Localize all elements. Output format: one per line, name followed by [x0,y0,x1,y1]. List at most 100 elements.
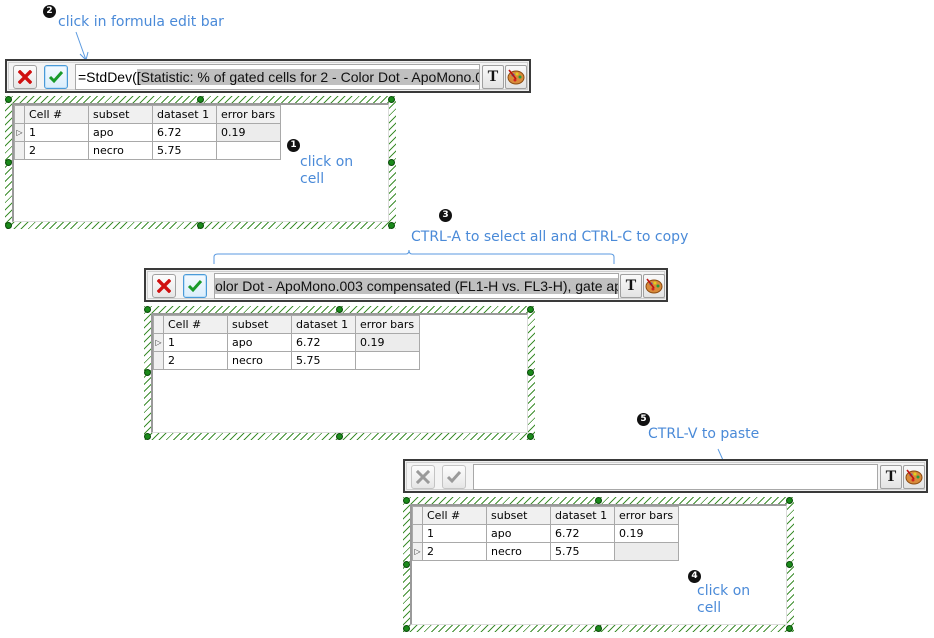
table-cell-selected[interactable]: 0.19 [216,123,281,142]
step-badge-5: 5 [637,413,650,426]
table-cell[interactable] [216,141,281,160]
table-cell[interactable]: 6.72 [291,333,356,352]
table-cell[interactable]: 5.75 [550,542,615,561]
table-cell[interactable]: necro [227,351,292,370]
formula-edit-field[interactable]: =StdDev([Statistic: % of gated cells for… [75,64,480,90]
resize-handle[interactable] [403,625,410,632]
table-cell[interactable]: necro [486,542,551,561]
column-header[interactable]: subset [486,506,551,525]
table-cell[interactable]: 5.75 [152,141,217,160]
resize-handle[interactable] [5,222,12,229]
table-cell[interactable]: 6.72 [550,524,615,543]
table-cell[interactable]: 2 [422,542,487,561]
step-badge-4: 4 [688,570,701,583]
table-cell[interactable]: 2 [24,141,89,160]
formula-edit-field[interactable] [473,464,878,490]
table-row: 1 apo 6.72 0.19 [412,524,679,543]
table-row: ▷ 2 necro 5.75 [412,542,679,561]
row-pointer-icon[interactable]: ▷ [14,123,25,142]
text-format-button[interactable]: T [880,465,902,489]
table-cell-selected[interactable]: 0.19 [355,333,420,352]
resize-handle[interactable] [197,96,204,103]
resize-handle[interactable] [527,369,534,376]
x-icon [18,70,32,84]
text-format-button[interactable]: T [482,65,504,89]
cancel-button[interactable] [411,465,435,489]
resize-handle[interactable] [388,159,395,166]
step4-instruction-line2: cell [697,600,722,616]
data-table-panel-1: Cell # subset dataset 1 error bars ▷ 1 a… [5,96,396,229]
table-row: 2 necro 5.75 [153,351,420,370]
table-row: 2 necro 5.75 [14,141,281,160]
column-header[interactable]: dataset 1 [550,506,615,525]
table-cell[interactable] [355,351,420,370]
resize-handle[interactable] [527,433,534,440]
resize-handle[interactable] [144,306,151,313]
resize-handle[interactable] [786,561,793,568]
cancel-button[interactable] [13,65,37,89]
resize-handle[interactable] [144,433,151,440]
palette-button[interactable] [903,465,925,489]
resize-handle[interactable] [197,222,204,229]
resize-handle[interactable] [595,625,602,632]
t-icon: T [487,68,499,85]
step4-instruction-line1: click on [697,583,751,599]
row-pointer-icon[interactable]: ▷ [412,542,423,561]
resize-handle[interactable] [388,96,395,103]
check-icon [187,280,203,293]
column-header[interactable]: error bars [216,105,281,124]
step-badge-2: 2 [43,5,56,18]
column-header[interactable]: dataset 1 [291,315,356,334]
resize-handle[interactable] [144,369,151,376]
resize-handle[interactable] [595,497,602,504]
palette-icon [507,69,525,85]
column-header[interactable]: Cell # [24,105,89,124]
table-cell-selected[interactable] [614,542,679,561]
table-row: ▷ 1 apo 6.72 0.19 [14,123,281,142]
resize-handle[interactable] [336,306,343,313]
data-grid-1: Cell # subset dataset 1 error bars ▷ 1 a… [14,105,281,160]
resize-handle[interactable] [388,222,395,229]
table-cell[interactable]: apo [486,524,551,543]
resize-handle[interactable] [403,561,410,568]
table-cell[interactable]: 1 [24,123,89,142]
table-cell[interactable]: apo [227,333,292,352]
row-pointer-icon[interactable]: ▷ [153,333,164,352]
column-header[interactable]: subset [88,105,153,124]
palette-button[interactable] [505,65,527,89]
x-icon [157,279,171,293]
resize-handle[interactable] [403,497,410,504]
table-cell[interactable]: 6.72 [152,123,217,142]
table-cell[interactable]: apo [88,123,153,142]
column-header[interactable]: dataset 1 [152,105,217,124]
table-header-row: Cell # subset dataset 1 error bars [153,315,420,334]
column-header[interactable]: Cell # [163,315,228,334]
table-cell[interactable]: 0.19 [614,524,679,543]
column-header[interactable]: error bars [614,506,679,525]
table-cell[interactable]: 2 [163,351,228,370]
resize-handle[interactable] [786,497,793,504]
table-cell[interactable]: 1 [422,524,487,543]
text-format-button[interactable]: T [620,274,642,298]
formula-edit-field[interactable]: olor Dot - ApoMono.003 compensated (FL1-… [214,273,619,299]
accept-button[interactable] [44,65,68,89]
table-cell[interactable]: necro [88,141,153,160]
column-header[interactable]: Cell # [422,506,487,525]
palette-button[interactable] [643,274,665,298]
step1-instruction-line1: click on [300,154,354,170]
resize-handle[interactable] [5,96,12,103]
formula-bar-2: olor Dot - ApoMono.003 compensated (FL1-… [144,268,668,302]
table-cell[interactable]: 1 [163,333,228,352]
table-header-row: Cell # subset dataset 1 error bars [412,506,679,525]
table-cell[interactable]: 5.75 [291,351,356,370]
resize-handle[interactable] [336,433,343,440]
data-table-panel-3: Cell # subset dataset 1 error bars 1 apo… [403,497,794,632]
resize-handle[interactable] [5,159,12,166]
column-header[interactable]: error bars [355,315,420,334]
accept-button[interactable] [183,274,207,298]
cancel-button[interactable] [152,274,176,298]
resize-handle[interactable] [527,306,534,313]
accept-button[interactable] [442,465,466,489]
resize-handle[interactable] [786,625,793,632]
column-header[interactable]: subset [227,315,292,334]
